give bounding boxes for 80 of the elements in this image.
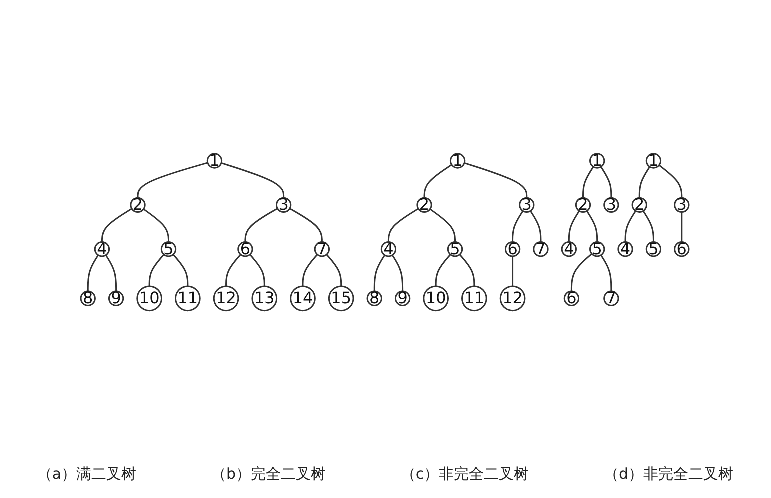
connector <box>388 208 420 242</box>
node-circle: 7 <box>604 290 620 306</box>
connector <box>639 166 652 198</box>
connector <box>601 166 613 198</box>
connector <box>430 208 456 242</box>
connector <box>512 256 514 286</box>
node-circle: 4 <box>618 241 634 257</box>
connector <box>144 208 170 242</box>
connector <box>392 254 404 292</box>
connector <box>374 254 386 292</box>
node-circle: 6 <box>505 241 522 257</box>
node-circle: 9 <box>395 290 412 306</box>
node-circle: 1 <box>450 152 466 168</box>
node-circle: 3 <box>520 196 536 213</box>
node-circle: 10 <box>424 285 450 312</box>
node-circle: 9 <box>108 290 125 306</box>
connector <box>659 164 684 198</box>
connector <box>88 254 100 292</box>
node-circle: 8 <box>80 290 96 306</box>
connector <box>682 212 684 242</box>
node-circle: 10 <box>137 285 163 312</box>
node-circle: 5 <box>590 241 606 257</box>
node-circle: 2 <box>417 196 433 213</box>
connector <box>530 210 542 242</box>
node-circle: 2 <box>576 196 592 213</box>
node-circle: 3 <box>674 196 690 213</box>
node-circle: 8 <box>367 290 383 306</box>
node-circle: 1 <box>646 152 662 168</box>
caption: （c）非完全二叉树 <box>400 465 530 484</box>
connector <box>464 162 528 198</box>
connector <box>436 254 452 286</box>
node-circle: 11 <box>462 285 488 312</box>
node-circle: 3 <box>604 196 620 213</box>
node-circle: 12 <box>214 285 240 312</box>
connector <box>245 208 279 242</box>
connector <box>512 210 524 242</box>
node-circle: 13 <box>252 285 278 312</box>
node-circle: 5 <box>161 241 178 257</box>
node-circle: 12 <box>500 285 526 312</box>
connector <box>326 254 343 286</box>
connector <box>460 254 476 286</box>
node-circle: 1 <box>207 152 224 168</box>
node-circle: 15 <box>328 285 355 312</box>
connector <box>290 208 324 242</box>
connector <box>222 162 286 198</box>
node-circle: 1 <box>590 152 606 168</box>
connector <box>138 162 209 198</box>
node-circle: 7 <box>534 241 550 257</box>
node-circle: 4 <box>94 241 111 257</box>
connector <box>643 210 655 242</box>
caption: （a）满二叉树 <box>37 465 137 484</box>
caption: （b）完全二叉树 <box>211 465 326 484</box>
connector <box>424 164 453 198</box>
connector <box>226 254 242 286</box>
connector <box>568 210 581 242</box>
node-circle: 3 <box>276 196 292 213</box>
connector <box>149 254 166 286</box>
node-circle: 2 <box>632 196 648 213</box>
connector <box>625 210 637 242</box>
connector <box>102 208 133 242</box>
caption: （d）非完全二叉树 <box>604 465 734 484</box>
connector <box>582 166 595 198</box>
connector <box>586 210 599 242</box>
node-circle: 6 <box>564 290 580 306</box>
node-circle: 5 <box>448 241 464 257</box>
node-circle: 4 <box>381 241 398 257</box>
node-circle: 11 <box>175 285 202 312</box>
connector <box>250 254 266 286</box>
node-circle: 7 <box>314 241 330 257</box>
connector <box>601 254 613 292</box>
connector <box>106 254 118 292</box>
node-circle: 6 <box>238 241 254 257</box>
connector <box>302 254 319 286</box>
node-circle: 4 <box>562 241 578 257</box>
node-circle: 2 <box>130 196 146 213</box>
node-circle: 6 <box>674 241 690 257</box>
node-circle: 14 <box>290 285 316 312</box>
connector <box>173 254 190 286</box>
connector <box>571 253 593 292</box>
node-circle: 5 <box>646 241 662 257</box>
